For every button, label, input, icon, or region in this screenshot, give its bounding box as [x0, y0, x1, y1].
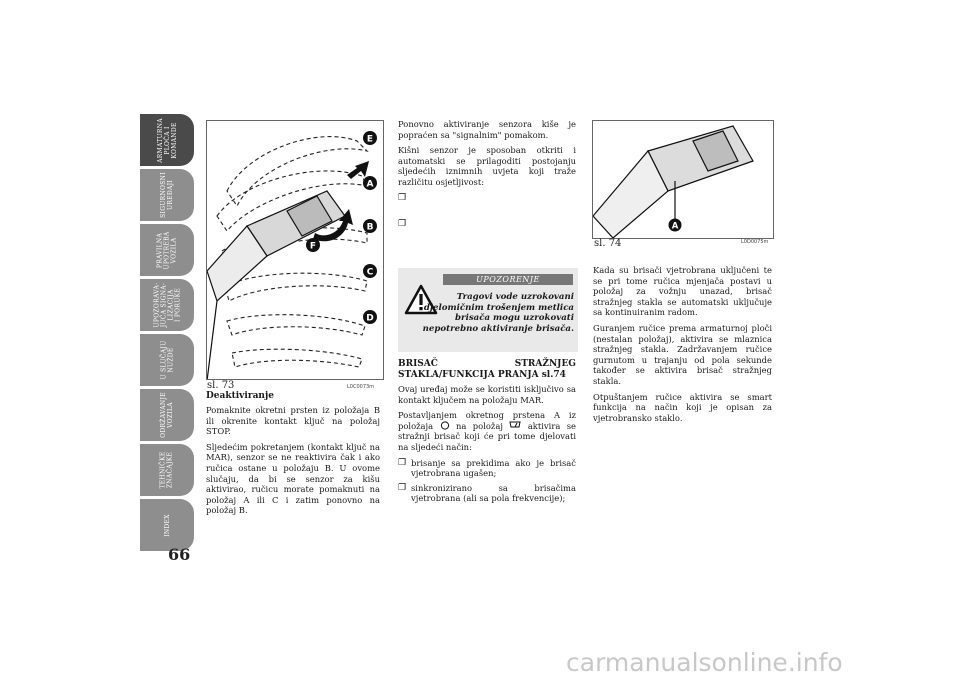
col1-paragraph-1: Pomaknite okretni prsten iz položaja B i…	[206, 405, 380, 437]
warning-text: Tragovi vode uzrokovani djelomičnim troš…	[422, 292, 574, 334]
off-ring-icon	[440, 421, 449, 430]
warning-title: UPOZORENJE	[443, 274, 573, 285]
bullet-mark: ❐	[398, 192, 407, 203]
label-c-badge	[363, 264, 377, 278]
bullet-item: ❐ sinkronizirano sa brisačima vjetrobran…	[398, 482, 576, 504]
column-2-top: Ponovno aktiviranje senzora kiše je popr…	[398, 119, 576, 245]
label-e: E	[367, 135, 373, 145]
label-b: B	[367, 223, 374, 233]
tab-armaturna-ploca[interactable]: ARMATURNA PLOČA I KOMANDE	[140, 114, 194, 166]
label-a-badge	[363, 176, 377, 190]
wiper-stalk-illustration: E A B C D F	[207, 131, 377, 379]
label-e-badge	[363, 131, 377, 145]
rear-wiper-stalk-illustration: A	[593, 125, 754, 238]
bullet-item: ❐ brisanje sa prekidima ako je brisač vj…	[398, 457, 576, 479]
bullet-mark: ❐	[398, 482, 407, 493]
tab-pravilna-upotreba[interactable]: PRAVILNA UPOTREBA VOZILA	[140, 224, 194, 276]
col2-paragraph-2: Kišni senzor je sposoban otkriti i autom…	[398, 145, 576, 187]
label-a: A	[367, 180, 374, 190]
figure-74: A	[592, 120, 774, 239]
figure-73-caption: sl. 73	[207, 380, 235, 391]
rear-wiper-icon	[509, 421, 521, 428]
col1-paragraph-2: Sljedećim pokretanjem (kontakt ključ na …	[206, 441, 380, 516]
label-b-badge	[363, 219, 377, 233]
label-d: D	[366, 314, 373, 324]
bullet-mark: ❐	[398, 457, 407, 468]
figure-73: E A B C D F	[206, 120, 384, 380]
page-number: 66	[168, 545, 191, 564]
tab-upozoravajuca-signalizacija[interactable]: UPOZORAVA- JUĆA SIGNA- LIZACIJA I PORUKE	[140, 279, 194, 331]
bullet-mark: ❐	[398, 218, 407, 229]
col3-paragraph-2: Guranjem ručice prema armaturnoj ploči (…	[593, 322, 772, 386]
rear-wiper-heading: BRISAČ STRAŽNJEG STAKLA/FUNKCIJA PRANJA …	[398, 359, 576, 380]
col2-paragraph-1: Ponovno aktiviranje senzora kiše je popr…	[398, 119, 576, 140]
tab-sigurnosni-uredaji[interactable]: SIGURNOSNI UREĐAJI	[140, 169, 194, 221]
empty-bullet-1: ❐	[398, 193, 576, 215]
warning-box: UPOZORENJE Tragovi vode uzrokovani djelo…	[398, 268, 578, 352]
label-d-badge	[363, 310, 377, 324]
col3-paragraph-3: Otpuštanjem ručice aktivira se smart fun…	[593, 391, 772, 423]
col2-paragraph-3: Ovaj uređaj može se koristiti isključivo…	[398, 384, 576, 405]
figure-74-caption: sl. 74	[594, 238, 622, 249]
figure-73-code: L0C0073m	[347, 384, 375, 390]
label-f-badge	[306, 238, 320, 252]
tab-odrzavanje-vozila[interactable]: ODRŽAVANJE VOZILA	[140, 389, 194, 441]
column-2-bottom: BRISAČ STRAŽNJEG STAKLA/FUNKCIJA PRANJA …	[398, 359, 576, 508]
label-f: F	[310, 242, 316, 252]
label-a: A	[672, 222, 679, 232]
watermark: carmanualsonline.info	[566, 648, 843, 677]
empty-bullet-2: ❐	[398, 219, 576, 241]
col3-paragraph-1: Kada su brisači vjetrobrana uključeni te…	[593, 265, 772, 318]
figure-74-code: L0D0075m	[741, 239, 769, 245]
label-c: C	[367, 268, 374, 278]
warning-triangle-icon	[404, 284, 438, 315]
column-1: Deaktiviranje Pomaknite okretni prsten i…	[206, 391, 380, 521]
label-a-badge	[668, 218, 682, 232]
tab-index[interactable]: INDEX	[140, 499, 194, 551]
deactivation-heading: Deaktiviranje	[206, 391, 274, 401]
tab-tehnicke-znacajke[interactable]: TEHNIČKE ZNAČAJKE	[140, 444, 194, 496]
column-3: Kada su brisači vjetrobrana uključeni te…	[593, 265, 772, 428]
col2-paragraph-4: Postavljanjem okretnog prstena A iz polo…	[398, 410, 577, 452]
tab-u-slucaju-nuzde[interactable]: U SLUČAJU NUŽDE	[140, 334, 194, 386]
